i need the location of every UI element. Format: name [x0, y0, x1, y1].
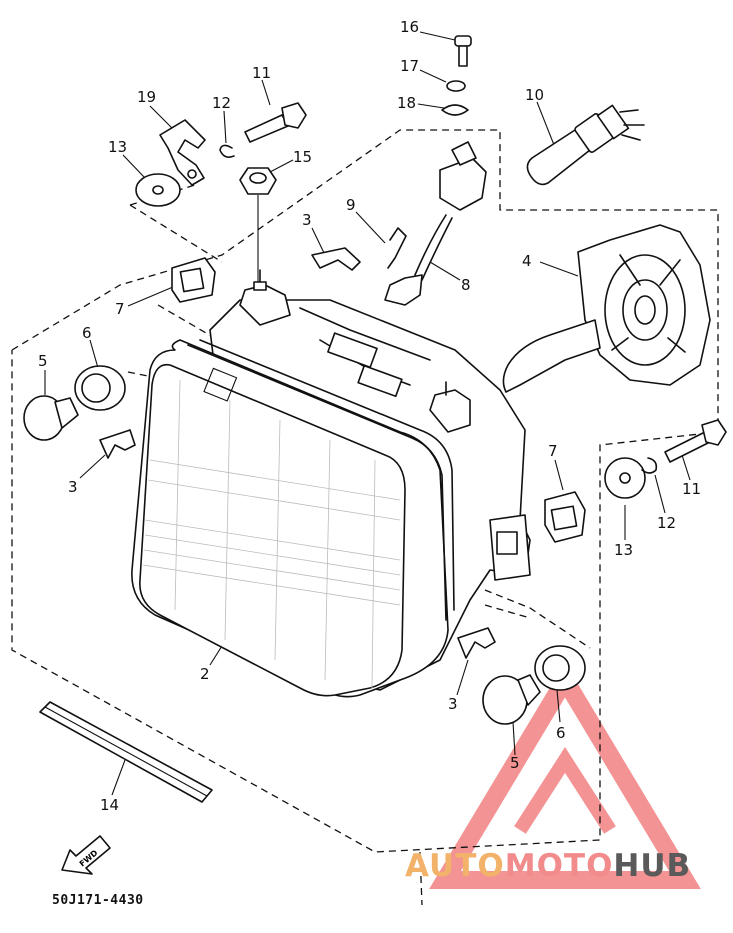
callout-10: 10: [525, 86, 544, 104]
callout-19: 19: [137, 88, 156, 106]
clip-9: [387, 227, 407, 269]
clip-top: [311, 247, 361, 271]
watermark-logo: [429, 662, 701, 889]
callout-18: 18: [397, 94, 416, 112]
spring-washer-upper: [219, 144, 235, 158]
callout-15: 15: [293, 148, 312, 166]
callout-11: 11: [252, 64, 271, 82]
fwd-arrow: FWD: [61, 835, 111, 875]
callout-8: 8: [461, 276, 471, 294]
callout-7: 7: [115, 300, 125, 318]
callout-5: 5: [38, 352, 48, 370]
grommet-right: [544, 491, 586, 543]
damper-left: [74, 365, 126, 411]
callout-11-right: 11: [682, 480, 701, 498]
callout-16: 16: [400, 18, 419, 36]
collar-left: [23, 395, 79, 441]
clip-left: [99, 429, 136, 459]
collar-bottom: [482, 674, 541, 725]
callout-3: 3: [302, 211, 312, 229]
watermark-moto: MOTO: [504, 848, 614, 884]
callout-labels: 16 17 18 10 19 12 11 13 15 3 9 8 4 7 6 5…: [38, 18, 701, 814]
headlight-housing: [131, 269, 531, 698]
clip-bottom: [457, 627, 496, 659]
callout-7-right: 7: [548, 442, 558, 460]
callout-6: 6: [82, 324, 92, 342]
nut: [239, 167, 277, 195]
spring-washer-right: [641, 457, 658, 474]
washer-right: [604, 457, 646, 499]
callout-12: 12: [212, 94, 231, 112]
part-code: 50J171-4430: [52, 893, 144, 908]
watermark-text: AUTOMOTOHUB: [405, 848, 691, 884]
trim-strip: [39, 701, 213, 803]
watermark-auto: AUTO: [405, 848, 505, 884]
callout-13-right: 13: [614, 541, 633, 559]
damper-bottom: [534, 645, 586, 691]
bolt-upper: [244, 102, 307, 143]
callout-3-bottom: 3: [448, 695, 458, 713]
socket-cover: [502, 224, 711, 393]
small-fasteners: [441, 35, 472, 116]
washer-upper: [135, 173, 181, 207]
bulb: [526, 104, 645, 186]
callout-17: 17: [400, 57, 419, 75]
callout-2: 2: [200, 665, 210, 683]
callout-14: 14: [100, 796, 119, 814]
callout-13: 13: [108, 138, 127, 156]
callout-5-bottom: 5: [510, 754, 520, 772]
callout-4: 4: [522, 252, 532, 270]
callout-12-right: 12: [657, 514, 676, 532]
callout-6-bottom: 6: [556, 724, 566, 742]
bracket-clip: [159, 119, 206, 186]
bolt-right: [664, 419, 727, 463]
grommet-upper: [171, 257, 216, 303]
callout-9: 9: [346, 196, 356, 214]
watermark-hub: HUB: [613, 848, 692, 884]
callout-3-left: 3: [68, 478, 78, 496]
wire-lead: [384, 141, 487, 306]
